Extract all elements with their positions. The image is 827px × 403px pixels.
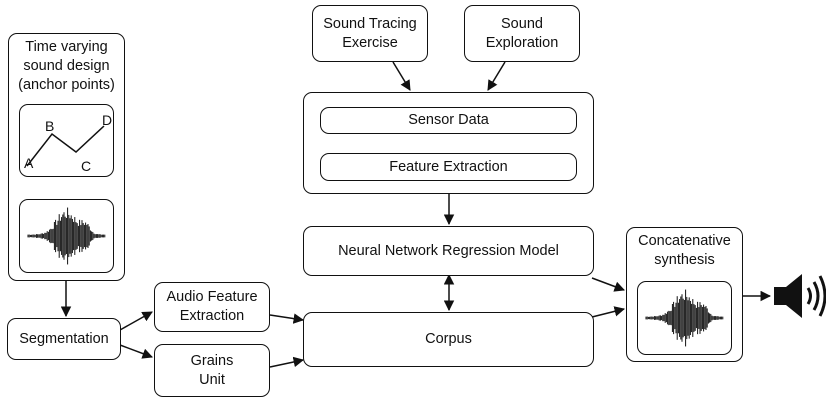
speaker-icon: [774, 274, 826, 318]
sensor-data-box: Sensor Data: [320, 107, 577, 134]
sound-exploration-label: Sound Exploration: [485, 15, 559, 51]
arrow-grains-to-corpus: [269, 356, 305, 368]
arrow-segmentation-to-grains: [119, 344, 153, 359]
neural-network-label: Neural Network Regression Model: [338, 242, 559, 259]
concatenative-synthesis-label: Concatenative synthesis: [638, 233, 731, 268]
segmentation-label: Segmentation: [19, 330, 109, 347]
grains-unit-box: Grains Unit: [154, 344, 270, 397]
arrow-neural-to-concatenative: [591, 277, 625, 292]
audio-feature-extraction-box: Audio Feature Extraction: [154, 282, 270, 332]
anchor-point-c: C: [81, 158, 92, 174]
segmentation-box: Segmentation: [7, 318, 121, 360]
anchor-point-a: A: [24, 155, 34, 171]
sound-exploration-box: Sound Exploration: [464, 5, 580, 62]
neural-network-box: Neural Network Regression Model: [303, 226, 594, 276]
sensor-data-label: Sensor Data: [408, 112, 489, 128]
arrow-segmentation-to-audio-feature: [119, 311, 153, 331]
grains-unit-label: Grains Unit: [190, 352, 234, 388]
anchor-point-d: D: [102, 112, 113, 128]
sound-tracing-box: Sound Tracing Exercise: [312, 5, 428, 62]
corpus-box: Corpus: [303, 312, 594, 367]
sound-tracing-label: Sound Tracing Exercise: [323, 15, 417, 51]
arrow-audio-feature-to-corpus: [269, 313, 305, 324]
waveform-icon: [645, 289, 724, 347]
arrow-corpus-to-concatenative: [591, 306, 626, 318]
anchor-sketch-lines: [26, 125, 105, 167]
feature-extraction-label: Feature Extraction: [389, 158, 508, 175]
arrow-exploration-to-sensor: [487, 61, 506, 91]
corpus-label: Corpus: [425, 331, 472, 347]
arrow-tracing-to-sensor: [392, 61, 411, 91]
anchor-point-b: B: [45, 118, 55, 134]
anchor-sketch-box: [19, 104, 114, 177]
audio-feature-extraction-label: Audio Feature Extraction: [166, 289, 258, 324]
feature-extraction-box: Feature Extraction: [320, 153, 577, 181]
time-varying-design-label: Time varying sound design (anchor points…: [18, 39, 115, 93]
waveform-icon: [27, 207, 106, 265]
